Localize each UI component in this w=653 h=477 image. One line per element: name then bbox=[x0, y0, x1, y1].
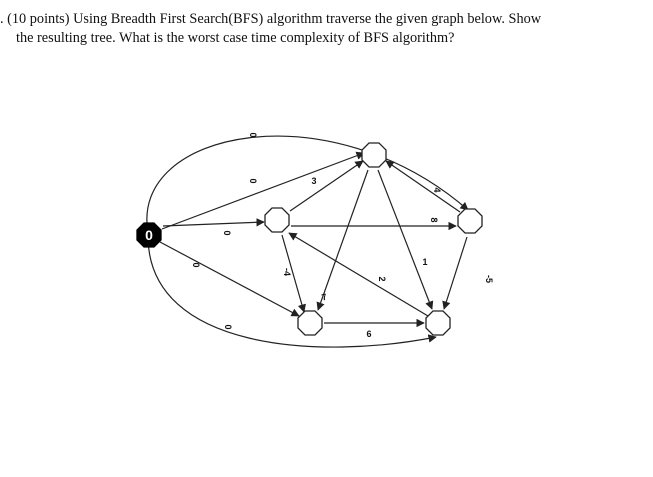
edge-weight-label: 0 bbox=[248, 132, 258, 137]
question-line-1: . (10 points) Using Breadth First Search… bbox=[0, 11, 542, 27]
edge-weight-label: 0 bbox=[248, 178, 258, 183]
edge-right-to-bottom-right bbox=[442, 236, 468, 310]
edge-weight-label: 6 bbox=[366, 329, 371, 339]
edge-source-to-top bbox=[161, 151, 365, 230]
edge-left-mid-to-top bbox=[289, 160, 364, 212]
edge-weight-label: 3 bbox=[311, 176, 316, 186]
node-bottom-right bbox=[425, 310, 451, 336]
question-text: . (10 points) Using Breadth First Search… bbox=[0, 10, 640, 48]
node-left-mid bbox=[264, 207, 290, 233]
edge-weight-label: -5 bbox=[484, 275, 494, 283]
edge-weight-label: 0 bbox=[191, 262, 201, 267]
node-right bbox=[457, 208, 483, 234]
edge-weight-label: 0 bbox=[222, 230, 232, 235]
edge-right-to-top bbox=[385, 160, 461, 213]
source-node bbox=[136, 222, 162, 248]
edge-outer-bottom bbox=[147, 237, 437, 348]
question-line-2: the resulting tree. What is the worst ca… bbox=[16, 30, 455, 46]
edge-top-to-bottom-right bbox=[377, 169, 434, 310]
edge-outer-top bbox=[146, 135, 469, 233]
edge-source-to-bottom-left bbox=[159, 241, 300, 317]
edge-left-mid-to-bottom-left bbox=[281, 234, 306, 313]
source-node-label: 0 bbox=[145, 227, 153, 243]
edge-weight-label: 0 bbox=[223, 324, 233, 329]
edge-weight-label: 7 bbox=[321, 292, 328, 303]
edge-weight-label: -4 bbox=[282, 268, 292, 276]
edge-weight-label: 8 bbox=[429, 217, 439, 222]
edge-top-to-bottom-left bbox=[316, 169, 369, 311]
edge-source-to-left-mid bbox=[162, 218, 265, 227]
edge-weight-label: 4 bbox=[432, 187, 442, 192]
node-top bbox=[361, 142, 387, 168]
node-bottom-left bbox=[297, 310, 323, 336]
edge-weight-label: 2 bbox=[377, 276, 387, 281]
edge-bottom-right-to-left-mid bbox=[288, 232, 429, 317]
edge-weight-label: 1 bbox=[422, 257, 427, 267]
